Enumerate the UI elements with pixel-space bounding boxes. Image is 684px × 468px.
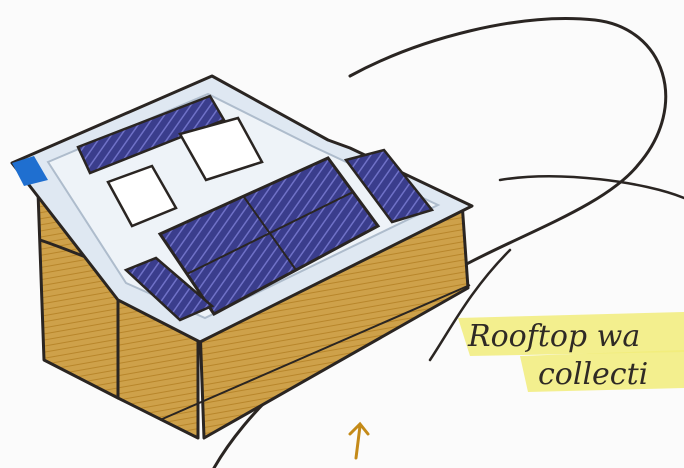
arrow-icon: [350, 424, 368, 458]
path-loop-inner: [500, 176, 684, 198]
caption-line-2: collecti: [538, 357, 648, 392]
caption-line-1: Rooftop wa: [467, 319, 640, 354]
